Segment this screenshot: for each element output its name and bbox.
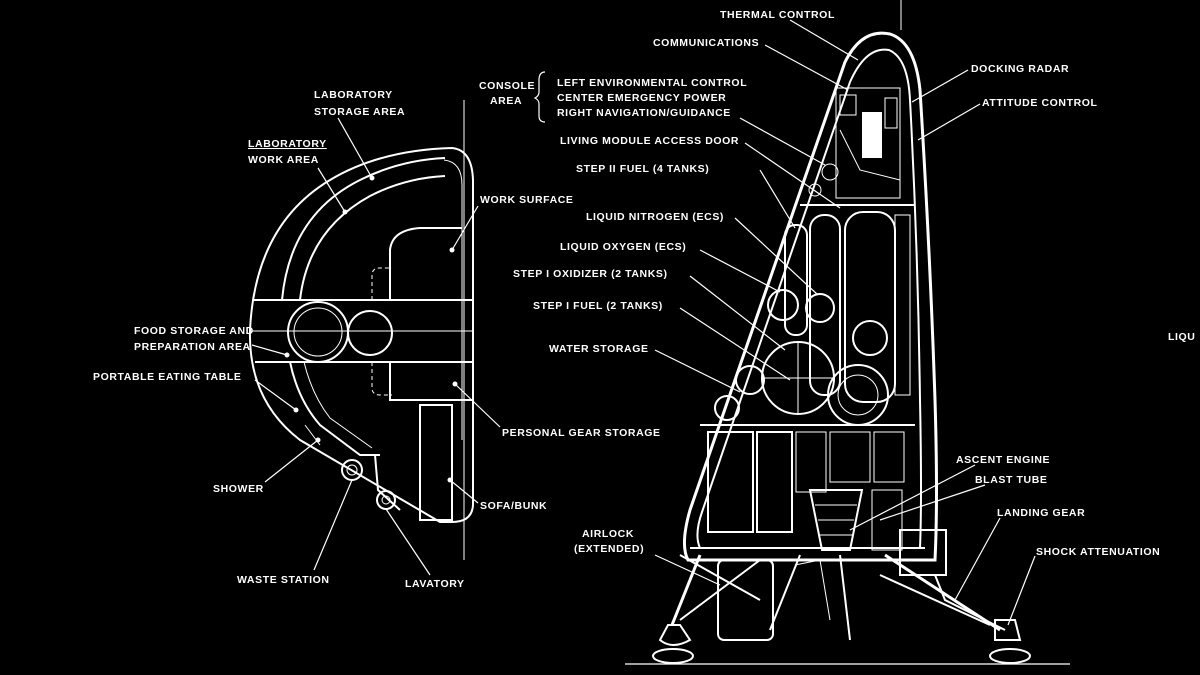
step2-fuel-tank-a bbox=[809, 214, 841, 396]
cutaway-labels: THERMAL CONTROL COMMUNICATIONS DOCKING R… bbox=[479, 9, 1195, 558]
lander-side-cutaway bbox=[625, 0, 1070, 665]
airlock-compartment bbox=[707, 431, 754, 533]
ascent-engine bbox=[808, 489, 864, 551]
label-thermal-control: THERMAL CONTROL bbox=[720, 9, 835, 21]
label-communications: COMMUNICATIONS bbox=[653, 37, 759, 49]
label-portable-eating-table: PORTABLE EATING TABLE bbox=[93, 371, 242, 383]
label-attitude-control: ATTITUDE CONTROL bbox=[982, 97, 1098, 109]
water-storage-tank bbox=[735, 365, 765, 395]
label-lab-storage-1: LABORATORY bbox=[314, 89, 393, 101]
shock-attenuator bbox=[994, 619, 1022, 641]
landing-gear-left-strut bbox=[670, 554, 702, 626]
console-bracket bbox=[533, 71, 546, 123]
label-blast-tube: BLAST TUBE bbox=[975, 474, 1048, 486]
label-lab-work-1: LABORATORY bbox=[248, 138, 327, 150]
label-landing-gear: LANDING GEAR bbox=[997, 507, 1085, 519]
label-lab-work-2: WORK AREA bbox=[248, 154, 319, 166]
label-console-center: CENTER EMERGENCY POWER bbox=[557, 92, 726, 104]
label-sofa-bunk: SOFA/BUNK bbox=[480, 500, 547, 512]
step1-fuel-sphere bbox=[827, 364, 889, 426]
lower-wall bbox=[289, 361, 380, 456]
plan-leaders bbox=[251, 117, 501, 576]
label-console-left: LEFT ENVIRONMENTAL CONTROL bbox=[557, 77, 747, 89]
label-water-storage: WATER STORAGE bbox=[549, 343, 649, 355]
label-console-1: CONSOLE bbox=[479, 80, 535, 92]
blast-tube bbox=[871, 489, 903, 551]
label-living-module-access-door: LIVING MODULE ACCESS DOOR bbox=[560, 135, 739, 147]
sofa-bunk bbox=[419, 404, 453, 521]
label-airlock-1: AIRLOCK bbox=[582, 528, 634, 540]
step2-fuel-tank-b bbox=[844, 211, 896, 403]
label-step1-oxidizer: STEP I OXIDIZER (2 TANKS) bbox=[513, 268, 668, 280]
label-liqu-cut: LIQU bbox=[1168, 331, 1195, 343]
label-step2-fuel: STEP II FUEL (4 TANKS) bbox=[576, 163, 709, 175]
plan-labels: LABORATORY STORAGE AREA LABORATORY WORK … bbox=[93, 89, 661, 590]
label-food-storage-2: PREPARATION AREA bbox=[134, 341, 251, 353]
label-lavatory: LAVATORY bbox=[405, 578, 465, 590]
label-shower: SHOWER bbox=[213, 483, 264, 495]
label-console-right: RIGHT NAVIGATION/GUIDANCE bbox=[557, 107, 731, 119]
label-airlock-2: (EXTENDED) bbox=[574, 543, 644, 555]
label-liquid-oxygen: LIQUID OXYGEN (ECS) bbox=[560, 241, 686, 253]
liquid-oxygen-sphere bbox=[767, 289, 799, 321]
work-surface bbox=[389, 227, 462, 300]
label-ascent-engine: ASCENT ENGINE bbox=[956, 454, 1050, 466]
landing-pad-right bbox=[989, 648, 1031, 664]
label-shock-attenuation: SHOCK ATTENUATION bbox=[1036, 546, 1160, 558]
lander-hull-outer bbox=[683, 31, 938, 562]
label-docking-radar: DOCKING RADAR bbox=[971, 63, 1069, 75]
label-lab-storage-2: STORAGE AREA bbox=[314, 106, 405, 118]
cabin-equipment bbox=[835, 87, 901, 199]
landing-pad-left bbox=[658, 624, 692, 646]
personal-gear-block bbox=[389, 362, 462, 401]
airlock-extended bbox=[717, 559, 774, 641]
step2-fuel-tank-c bbox=[784, 224, 808, 336]
galley-circle bbox=[347, 310, 393, 356]
lavatory-fixture bbox=[376, 490, 396, 510]
liquid-nitrogen-sphere bbox=[805, 293, 835, 323]
label-step1-fuel: STEP I FUEL (2 TANKS) bbox=[533, 300, 663, 312]
label-work-surface: WORK SURFACE bbox=[480, 194, 574, 206]
label-liquid-nitrogen: LIQUID NITROGEN (ECS) bbox=[586, 211, 724, 223]
lander-hull-inner bbox=[696, 48, 922, 549]
cutaway-leaders bbox=[654, 19, 1036, 626]
label-console-2: AREA bbox=[490, 95, 522, 107]
lab-storage-arc-inner bbox=[299, 175, 446, 301]
outer-shell bbox=[248, 146, 474, 523]
food-storage-circle bbox=[287, 301, 349, 363]
label-food-storage-1: FOOD STORAGE AND bbox=[134, 325, 254, 337]
lab-storage-arc-outer bbox=[281, 157, 446, 301]
label-personal-gear-storage: PERSONAL GEAR STORAGE bbox=[502, 427, 661, 439]
label-waste-station: WASTE STATION bbox=[237, 574, 330, 586]
living-module-plan-view bbox=[248, 100, 474, 560]
inner-shell bbox=[443, 159, 463, 440]
